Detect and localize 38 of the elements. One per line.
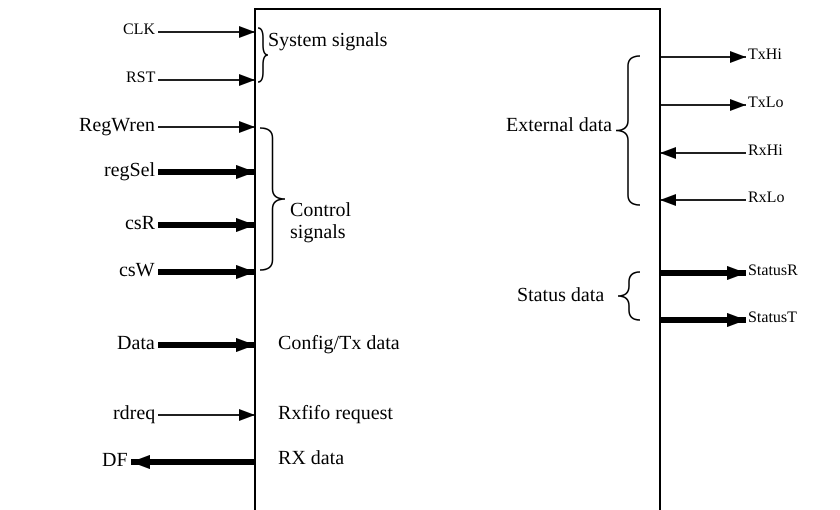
arrow	[131, 454, 255, 470]
arrow	[158, 338, 255, 352]
arrow	[158, 74, 255, 86]
signal-label: rdreq	[113, 402, 156, 424]
arrow	[158, 164, 255, 180]
group-label: Rxfifo request	[278, 402, 393, 424]
module-block	[254, 8, 661, 510]
arrow	[660, 147, 746, 159]
signal-label: csR	[125, 212, 155, 234]
group-label: External data	[506, 114, 612, 136]
group-label: System signals	[268, 29, 388, 51]
arrow	[660, 312, 746, 328]
signal-label: CLK	[123, 21, 155, 39]
signal-label: RST	[126, 69, 156, 87]
arrow	[158, 409, 255, 421]
signal-label: RxHi	[748, 142, 783, 160]
arrow	[158, 218, 255, 232]
signal-label: StatusR	[748, 262, 798, 280]
arrow	[660, 194, 746, 206]
arrow	[158, 121, 255, 133]
signal-label: csW	[119, 259, 155, 281]
signal-label: regSel	[104, 159, 156, 181]
arrow	[660, 99, 746, 111]
arrow	[158, 26, 255, 38]
group-label: Status data	[517, 284, 604, 306]
signal-label: RxLo	[748, 189, 784, 207]
group-label: Config/Tx data	[278, 332, 400, 354]
group-label: Control signals	[290, 199, 352, 243]
signal-label: StatusT	[748, 309, 797, 327]
signal-label: DF	[102, 449, 128, 471]
signal-label: Data	[117, 332, 155, 354]
arrow	[660, 266, 746, 280]
signal-label: TxLo	[748, 94, 784, 112]
group-label: RX data	[278, 447, 344, 469]
signal-label: TxHi	[748, 46, 782, 64]
signal-label: RegWren	[79, 114, 155, 136]
arrow	[660, 51, 746, 63]
arrow	[158, 264, 255, 280]
